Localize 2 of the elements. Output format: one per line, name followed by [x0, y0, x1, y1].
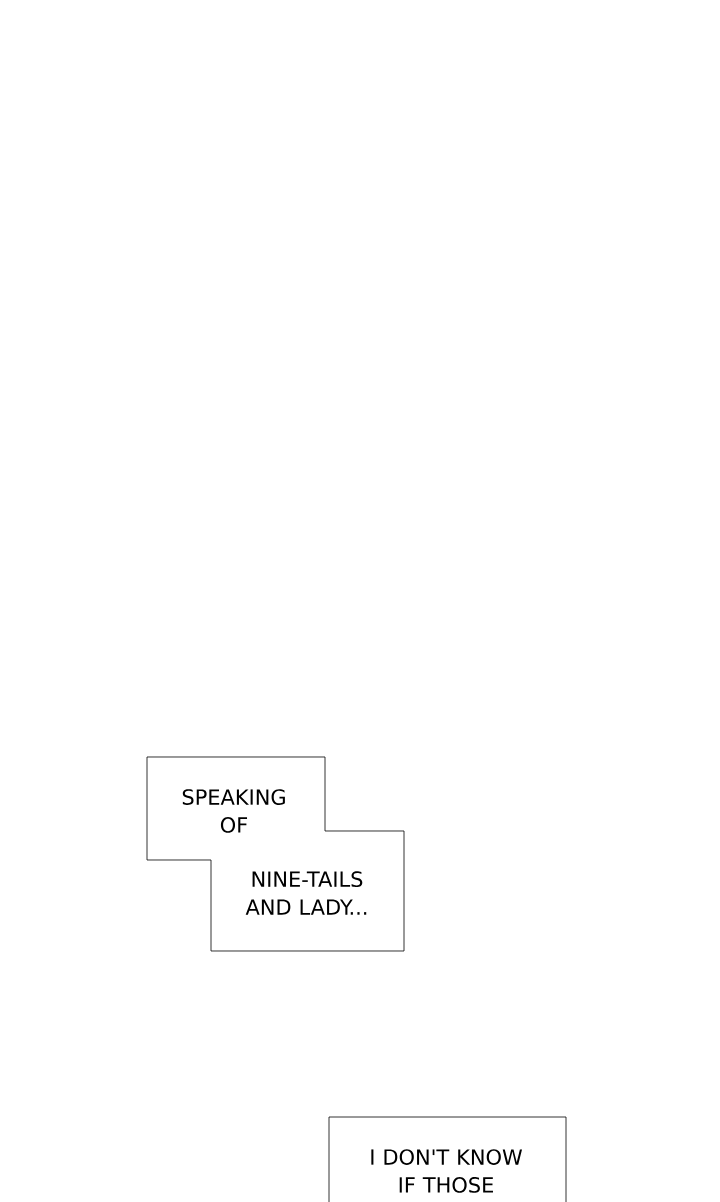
- caption-box: SPEAKING OF: [146, 756, 326, 861]
- caption-box: I DON'T KNOW IF THOSE: [328, 1116, 567, 1202]
